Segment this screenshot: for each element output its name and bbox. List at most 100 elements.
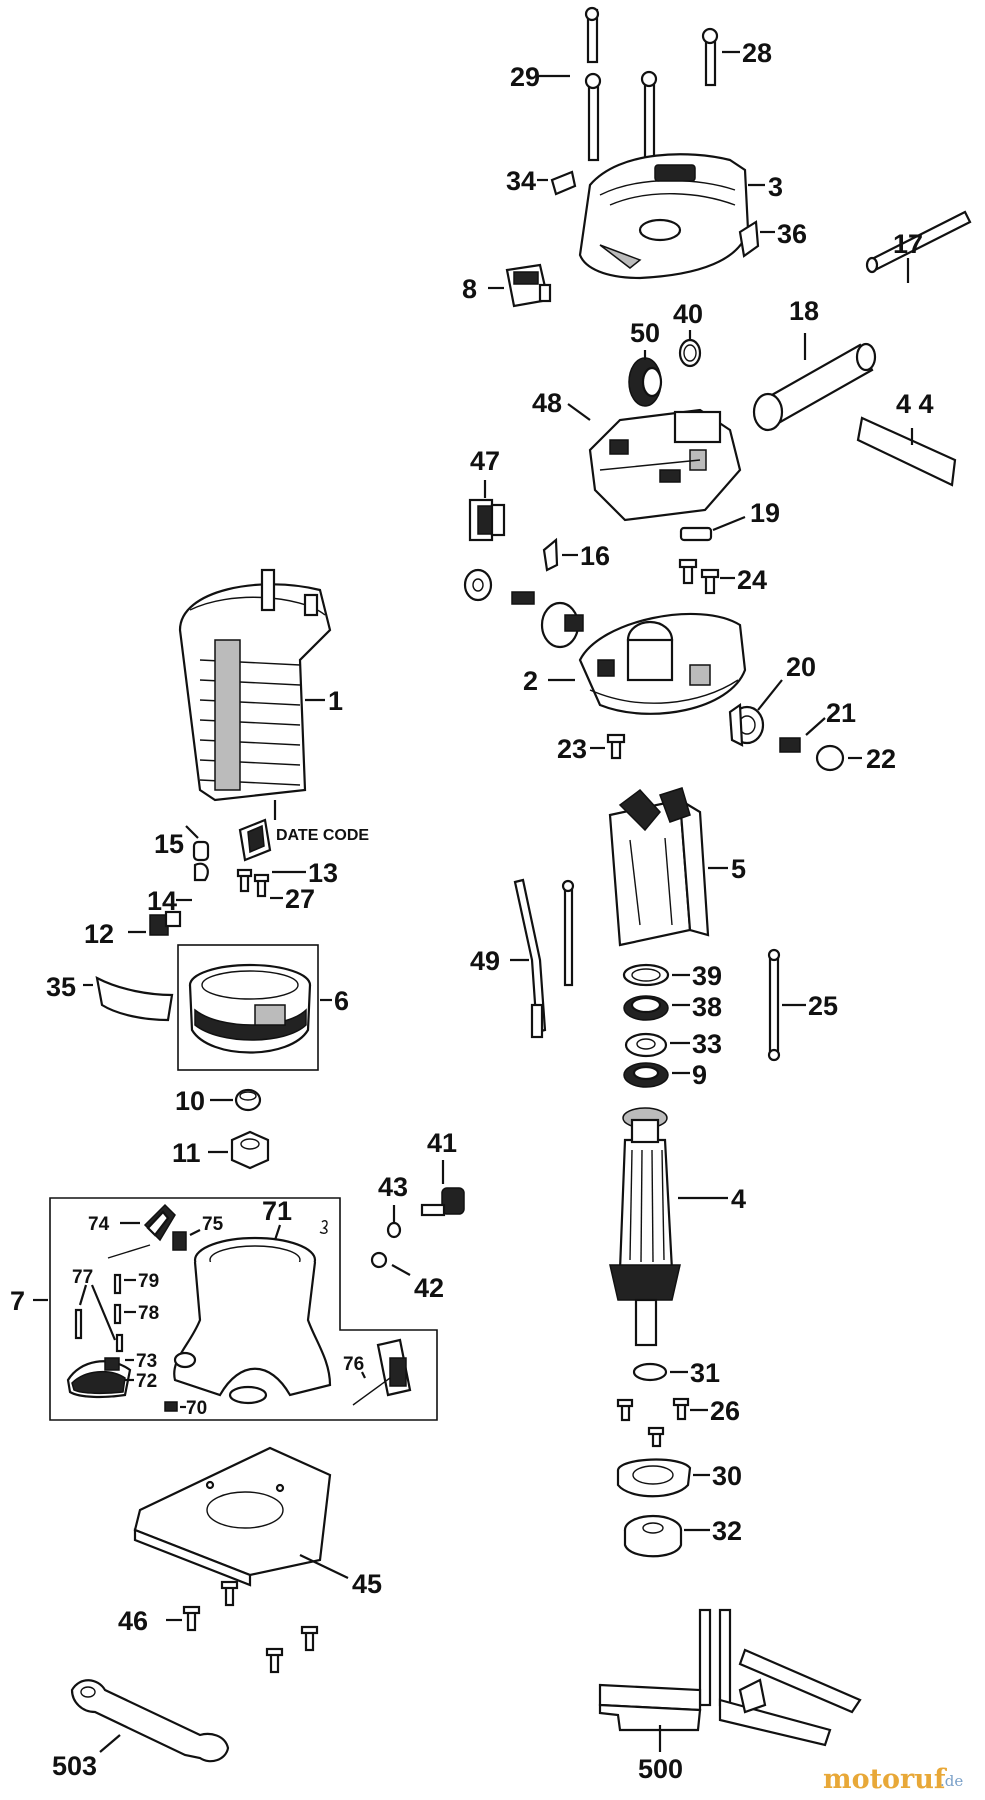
callout-3: 3	[768, 172, 783, 202]
part-band-35	[95, 975, 174, 1022]
part-wrench-503	[70, 1679, 230, 1763]
callout-72: 72	[136, 1371, 157, 1392]
callout-16: 16	[580, 541, 610, 571]
callout-45: 45	[352, 1569, 382, 1599]
part-ring-31	[632, 1362, 668, 1382]
part-motor-housing-2	[578, 612, 747, 715]
part-pin-74	[107, 1244, 151, 1259]
callout-6: 6	[334, 986, 349, 1016]
callout-35: 35	[46, 972, 76, 1002]
part-gear-50	[628, 357, 663, 407]
callout-12: 12	[84, 919, 114, 949]
callout-48: 48	[532, 388, 562, 418]
watermark-logo: motoruf .de	[823, 1764, 963, 1795]
callout-74: 74	[88, 1214, 110, 1235]
part-43	[386, 1221, 402, 1239]
callout-28: 28	[742, 38, 772, 68]
callout-10: 10	[175, 1086, 205, 1116]
callout-50: 50	[630, 318, 660, 348]
part-stator-5	[608, 787, 710, 947]
part-clip-16	[542, 537, 559, 572]
part-ring-6	[188, 963, 312, 1054]
callout-8: 8	[462, 274, 477, 304]
watermark-suffix: .de	[940, 1772, 963, 1790]
callout-40: 40	[673, 299, 703, 329]
part-19	[679, 526, 713, 542]
callout-70: 70	[186, 1398, 207, 1419]
callout-41: 41	[427, 1128, 457, 1158]
part-spacer-32	[623, 1514, 683, 1558]
part-bearing-38	[623, 995, 669, 1021]
part-base-71	[173, 1236, 332, 1405]
part-brush-20	[728, 702, 765, 747]
watermark-brand: motoruf	[823, 1764, 948, 1795]
part-gasket-34	[550, 170, 577, 196]
part-ring-40	[678, 338, 702, 368]
part-label-44	[856, 416, 957, 487]
part-handle-18	[752, 342, 877, 432]
callout-43: 43	[378, 1172, 408, 1202]
part-bracket-13	[238, 818, 272, 862]
part-brush-21	[779, 737, 801, 753]
part-bearing-39	[622, 963, 670, 987]
callout-38: 38	[692, 992, 722, 1022]
callout-18: 18	[789, 296, 819, 326]
callout-500: 500	[638, 1754, 683, 1784]
part-14	[193, 862, 209, 882]
part-spacer-33	[624, 1032, 668, 1058]
part-router-housing-1	[178, 568, 332, 802]
callout-21: 21	[826, 698, 856, 728]
callout-34: 34	[506, 166, 536, 196]
part-switch-47	[468, 498, 506, 542]
callout-11: 11	[172, 1138, 201, 1168]
callout-1: 1	[328, 686, 343, 716]
callout-17: 17	[893, 229, 923, 259]
callout-19: 19	[750, 498, 780, 528]
part-screw-23	[606, 733, 626, 760]
part-screws-24	[678, 558, 720, 595]
callout-25: 25	[808, 991, 838, 1021]
callout-13: 13	[308, 858, 338, 888]
callout-47: 47	[470, 446, 500, 476]
part-washer-42	[370, 1251, 388, 1269]
part-edge-guide-500	[598, 1608, 862, 1747]
callout-27: 27	[285, 884, 315, 914]
callout-36: 36	[777, 219, 807, 249]
callout-71: 71	[262, 1196, 292, 1226]
callout-15: 15	[154, 829, 184, 859]
part-plate-30	[616, 1458, 692, 1498]
part-nut-11	[230, 1130, 270, 1170]
part-collet-10	[234, 1088, 262, 1112]
part-screws-27	[236, 868, 270, 898]
callout-76: 76	[343, 1354, 364, 1375]
callout-32: 32	[712, 1516, 742, 1546]
part-screws-46	[182, 1580, 319, 1674]
callout-77: 77	[72, 1267, 93, 1288]
part-15	[192, 840, 210, 862]
callout-9: 9	[692, 1060, 707, 1090]
part-base-plate-45	[133, 1446, 332, 1587]
part-knob-41	[420, 1187, 465, 1217]
callout-4: 4	[731, 1184, 746, 1214]
part-bearing-9	[623, 1062, 669, 1088]
part-switch-8	[505, 263, 552, 308]
callout-31: 31	[690, 1358, 720, 1388]
callout-26: 26	[710, 1396, 740, 1426]
part-switch-12	[149, 910, 182, 936]
callout-33: 33	[692, 1029, 722, 1059]
part-lever-76	[352, 1338, 412, 1406]
part-cap-22	[815, 744, 845, 772]
callout-22: 22	[866, 744, 896, 774]
part-screws-top	[584, 6, 719, 168]
callout-75: 75	[202, 1214, 224, 1235]
callout-7: 7	[10, 1286, 25, 1316]
part-pins-77-79-78	[74, 1273, 124, 1353]
part-spring	[319, 1219, 328, 1235]
callout-24: 24	[737, 565, 767, 595]
part-armature-4	[609, 1107, 681, 1347]
callout-78: 78	[138, 1303, 159, 1324]
callout-20: 20	[786, 652, 816, 682]
callout-73: 73	[136, 1351, 157, 1372]
part-7-box	[49, 1197, 438, 1421]
part-6-box	[177, 944, 319, 1071]
